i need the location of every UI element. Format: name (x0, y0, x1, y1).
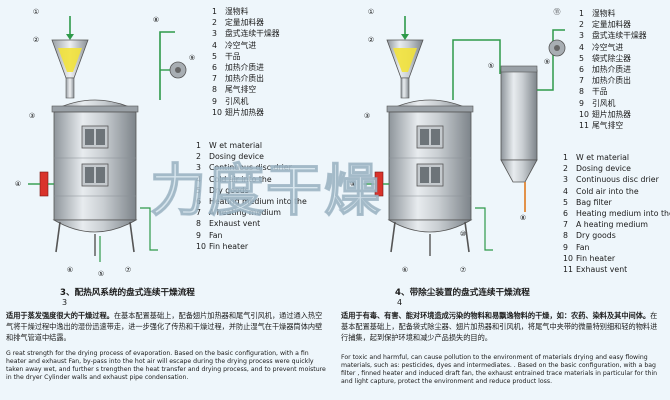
callout-9: ⑨ (543, 58, 551, 66)
description-en-right: For toxic and harmful, can cause polluti… (341, 354, 658, 385)
dryer-diagram-right (363, 16, 566, 256)
callout-5: ⑤ (487, 62, 495, 70)
callout-4: ④ (349, 180, 357, 188)
callout-10: ⑩ (459, 230, 467, 238)
callout-1: ① (367, 8, 375, 16)
watermark-text: 力度干燥 (149, 157, 382, 224)
diagram-title-left: 3、配热风系统的盘式连续干燥流程 (60, 288, 195, 298)
callout-6: ⑥ (401, 266, 409, 274)
callout-8: ⑧ (519, 214, 527, 222)
dryer-diagram-left (28, 16, 187, 262)
description-en-left: G reat strength for the drying process o… (6, 350, 326, 381)
callout-7: ⑦ (124, 266, 132, 274)
callout-5: ⑤ (97, 270, 105, 278)
callout-4: ④ (14, 180, 22, 188)
callout-8: ⑧ (152, 16, 160, 24)
callout-6: ⑥ (66, 266, 74, 274)
description-zh-right: 适用于有毒、有害、能对环境造成污染的物料和易飘逸物料的干燥，如：农药、染料及其中… (341, 311, 658, 342)
callout-1: ① (32, 8, 40, 16)
description-zh-left: 适用于蒸发强度很大的干燥过程。在基本配置基础上，配备翅片加热器和尾气引风机，通过… (6, 311, 323, 342)
callout-3: ③ (28, 112, 36, 120)
diagram-title-right: 4、带除尘装置的盘式连续干燥流程 (395, 288, 530, 298)
diagram-subtitle-left: 3 (62, 298, 68, 307)
callout-7: ⑦ (459, 266, 467, 274)
diagram-subtitle-right: 4 (397, 298, 403, 307)
callout-3: ③ (363, 112, 371, 120)
callout-2: ② (367, 36, 375, 44)
callout-9: ⑨ (188, 54, 196, 62)
callout-11: ⑪ (553, 8, 561, 16)
callout-2: ② (32, 36, 40, 44)
